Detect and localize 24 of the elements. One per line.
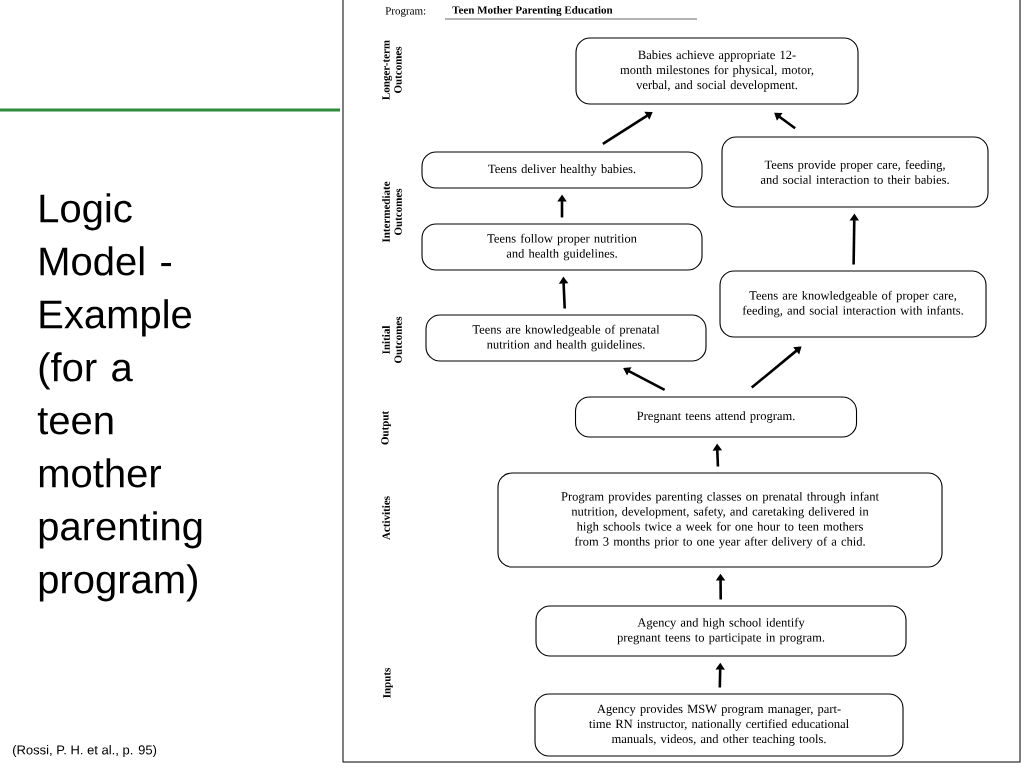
outcome-box: Babies achieve appropriate 12-month milestones for physical, motor, verbal, and social development. [575, 37, 859, 105]
program-label: Program: [385, 7, 426, 17]
arrow [623, 367, 666, 392]
arrow [750, 346, 802, 389]
outcome-box: Program provides parenting classes on prenatal through infant nutrition, development, safety, and caretaking delivered in high schools twice a week for one hour to teen mothers from 3 months prior to one year after delivery of a chid. [497, 472, 943, 568]
row-label: Intermediate Outcomes [382, 181, 402, 243]
row-label: Output [381, 410, 391, 445]
program-name: Teen Mother Parenting Education [452, 6, 613, 17]
row-label: Inputs [383, 668, 393, 698]
slide-title: Logic Model - Example (for a teen mother parenting program) [37, 193, 202, 602]
row-label: Activities [382, 496, 390, 540]
arrow [774, 112, 796, 130]
outcome-box: Teens deliver healthy babies. [421, 151, 703, 189]
outcome-box: Pregnant teens attend program. [574, 396, 858, 438]
outcome-box: Agency and high school identify pregnant teens to participate in program. [535, 605, 907, 657]
row-label: Longer-term Outcomes [382, 40, 402, 100]
row-label: Initial Outcomes [382, 316, 402, 363]
outcome-box: Teens are knowledgeable of prenatal nutrition and health guidelines. [425, 314, 707, 362]
outcome-box: Agency provides MSW program manager, part-time RN instructor, nationally certified educational manuals, videos, and other teaching tools. [534, 693, 904, 757]
arrow [602, 111, 653, 145]
outcome-box: Teens follow proper nutrition and health guidelines. [421, 223, 703, 271]
outcome-box: Teens provide proper care, feeding, and social interaction to their babies. [721, 136, 989, 208]
citation: (Rossi, P. H. et al., p. 95) [13, 744, 157, 758]
outcome-box: Teens are knowledgeable of proper care, feeding, and social interaction with infants. [719, 270, 987, 338]
